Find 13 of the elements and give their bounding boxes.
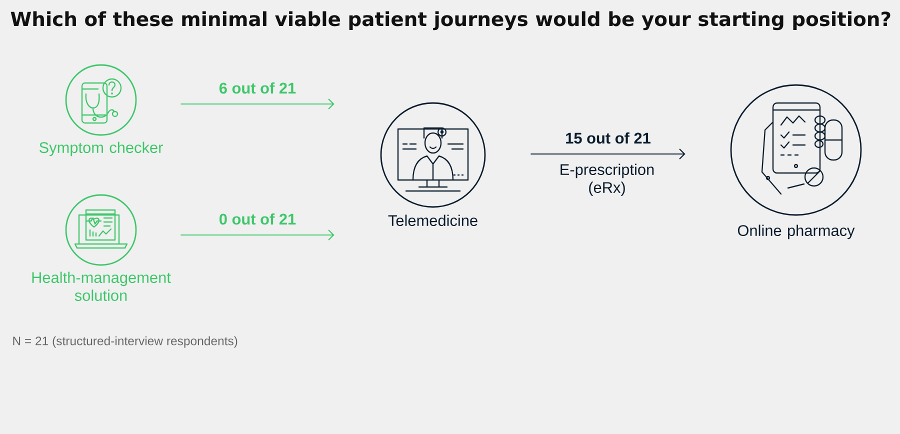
edge-label: 0 out of 21 bbox=[218, 212, 298, 226]
edge-label: 6 out of 21 bbox=[218, 81, 298, 95]
arrow bbox=[180, 230, 334, 240]
node-label: Health-management solution bbox=[32, 272, 171, 301]
title: Which of these minimal viable patient journeys would be your starting position? bbox=[10, 11, 890, 30]
node-label: Telemedicine bbox=[388, 214, 478, 226]
arrow bbox=[530, 148, 686, 160]
arrow-caption: E-prescription (eRx) bbox=[560, 164, 654, 196]
node-label: Online pharmacy bbox=[738, 224, 855, 240]
arrow bbox=[180, 98, 334, 110]
edge-label: 15 out of 21 bbox=[564, 131, 652, 145]
footnote: N = 21 (structured-interview respondents) bbox=[13, 336, 238, 348]
node-label: Symptom checker bbox=[40, 142, 163, 156]
